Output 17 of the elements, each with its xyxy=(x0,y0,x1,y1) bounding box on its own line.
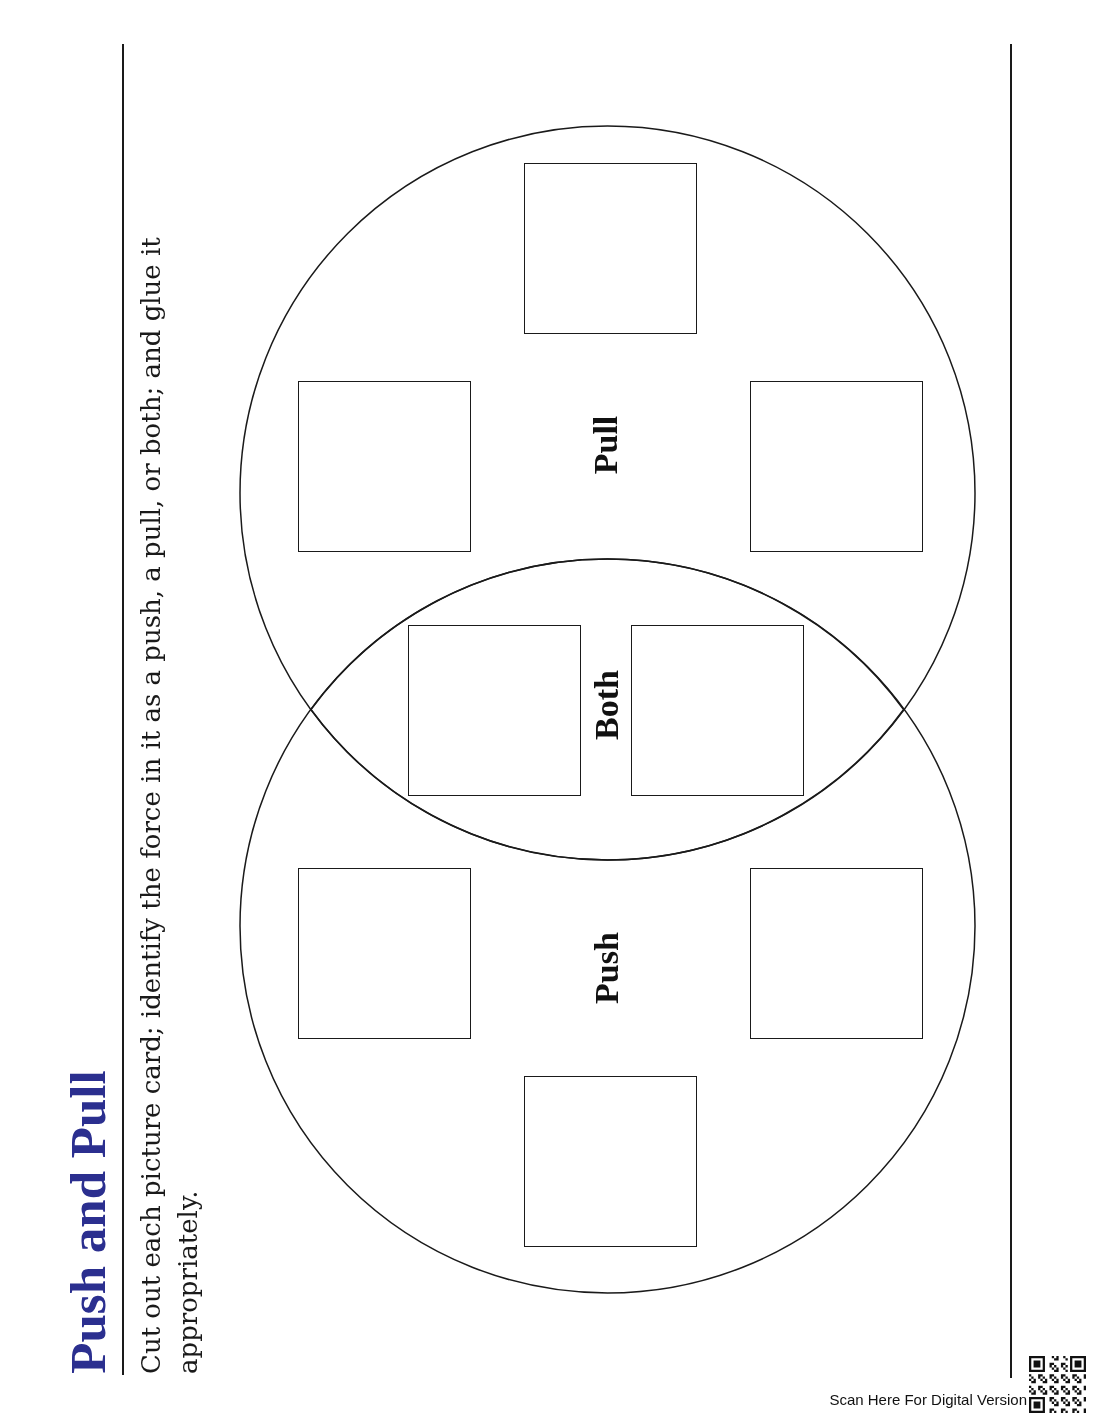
venn-circle xyxy=(240,126,975,860)
card-slot xyxy=(524,163,697,334)
title: Push and Pull xyxy=(62,1070,114,1374)
instructions-text: Cut out each picture card; identify the force in it as a push, a pull, or both; and glue it appropriately. xyxy=(135,236,204,1374)
card-slot xyxy=(631,625,804,796)
card-slot xyxy=(298,868,471,1039)
overlap-region xyxy=(310,559,904,860)
card-slot xyxy=(298,381,471,552)
region-label: Pull xyxy=(589,415,623,475)
card-slot xyxy=(524,1076,697,1247)
card-slot xyxy=(750,868,923,1039)
venn-circle xyxy=(240,559,975,1293)
footer-note: Scan Here For Digital Version xyxy=(829,1391,1027,1409)
card-slot xyxy=(750,381,923,552)
region-label: Push xyxy=(590,932,624,1004)
region-label: Both xyxy=(590,670,624,740)
card-slot xyxy=(408,625,581,796)
